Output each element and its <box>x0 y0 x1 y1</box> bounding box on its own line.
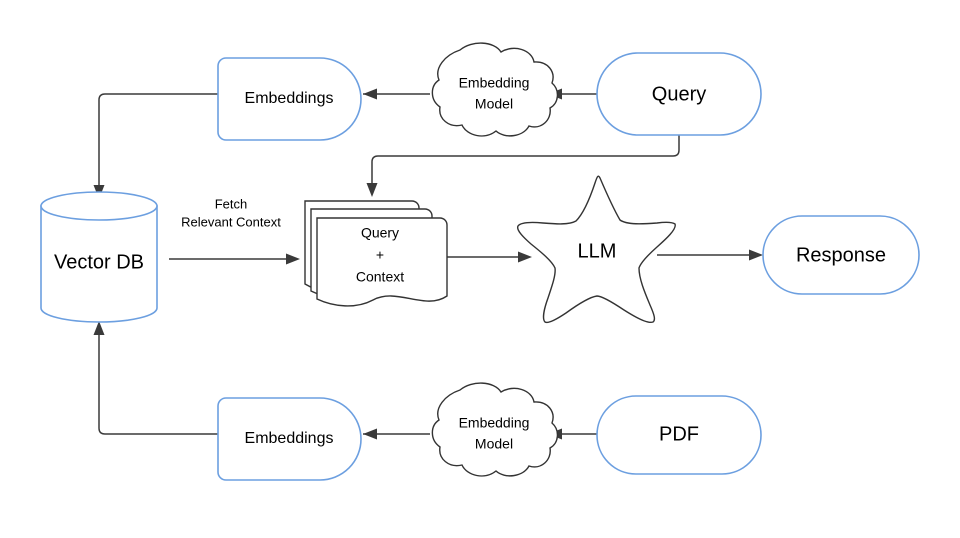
node-embedding-model-top[interactable]: Embedding Model <box>431 42 559 137</box>
node-query[interactable]: Query <box>596 52 762 136</box>
node-query-label: Query <box>652 83 706 105</box>
edge-embeddings-bottom-to-vector-db <box>93 321 218 435</box>
node-embeddings-top-label: Embeddings <box>245 90 334 107</box>
edge-query-context-to-llm <box>447 251 532 263</box>
node-embedding-model-bottom-label-line2: Model <box>475 436 513 452</box>
node-response-label: Response <box>796 244 886 266</box>
node-llm-label: LLM <box>578 240 617 262</box>
node-embedding-model-bottom-label-line1: Embedding <box>459 415 530 431</box>
node-pdf[interactable]: PDF <box>596 395 762 475</box>
edge-embedding-model-top-to-embeddings-top <box>363 88 430 100</box>
edge-embedding-model-bottom-to-embeddings-bottom <box>363 428 430 440</box>
node-llm[interactable]: LLM <box>516 175 676 324</box>
node-embeddings-bottom-label: Embeddings <box>245 430 334 447</box>
edge-label-fetch-line1: Fetch <box>215 196 248 211</box>
node-query-context-label-line2: + <box>376 247 384 263</box>
node-response[interactable]: Response <box>762 215 920 295</box>
node-query-context-label-line1: Query <box>361 225 399 241</box>
node-embedding-model-bottom[interactable]: Embedding Model <box>431 382 559 477</box>
edge-embeddings-top-to-vector-db <box>93 93 218 199</box>
node-query-context[interactable]: Query + Context <box>304 200 448 307</box>
node-embeddings-bottom[interactable]: Embeddings <box>217 397 362 481</box>
node-embeddings-top[interactable]: Embeddings <box>217 57 362 141</box>
edge-llm-to-response <box>657 249 763 261</box>
node-vector-db[interactable]: Vector DB <box>40 191 158 323</box>
node-pdf-label: PDF <box>659 423 699 445</box>
edge-query-to-query-context <box>366 135 680 197</box>
edge-vector-db-to-query-context <box>169 253 300 265</box>
node-embedding-model-top-label-line2: Model <box>475 96 513 112</box>
node-embedding-model-top-label-line1: Embedding <box>459 75 530 91</box>
node-vector-db-label: Vector DB <box>54 251 144 273</box>
node-query-context-label-line3: Context <box>356 269 404 285</box>
edge-label-fetch-line2: Relevant Context <box>181 214 281 229</box>
